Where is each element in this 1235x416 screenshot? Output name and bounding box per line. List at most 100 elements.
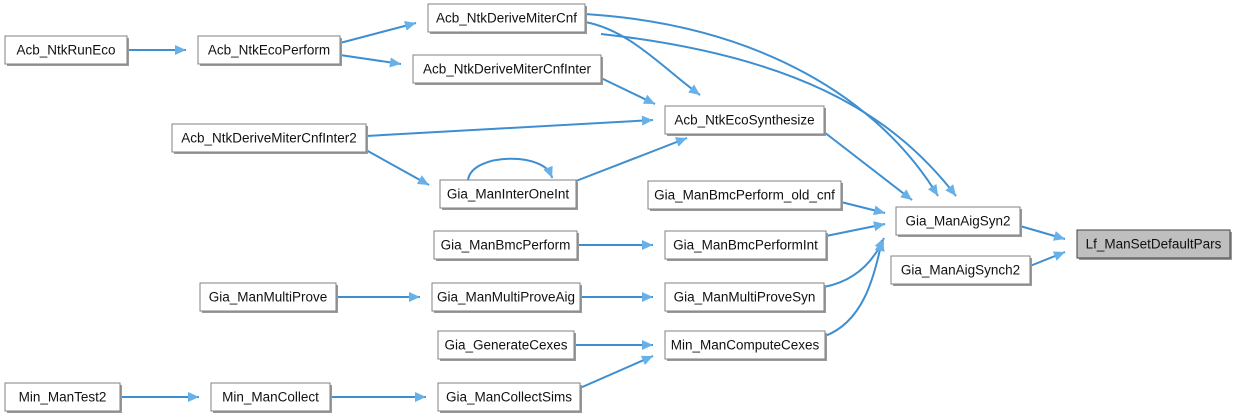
- node-Gia_ManMultiProveSyn[interactable]: Gia_ManMultiProveSyn: [664, 282, 826, 313]
- node-box[interactable]: [890, 255, 1031, 285]
- edge-Acb_NtkEcoPerform-to-Acb_NtkDeriveMiterCnf: [339, 20, 417, 44]
- node-Gia_ManMultiProve[interactable]: Gia_ManMultiProve: [199, 282, 338, 313]
- edge-Gia_ManBmcPerform_old_cnf-to-Gia_ManAigSyn2: [840, 201, 886, 216]
- node-box[interactable]: [197, 35, 341, 65]
- node-box[interactable]: [427, 3, 586, 33]
- node-label: Min_ManComputeCexes: [671, 338, 820, 353]
- edge-Gia_ManMultiProve-to-Gia_ManMultiProveAig: [336, 292, 420, 302]
- edge-Acb_NtkDeriveMiterCnfInter-to-Gia_ManAigSyn2: [600, 33, 957, 197]
- arrowhead-icon: [175, 45, 186, 55]
- arrowhead-icon: [404, 20, 416, 31]
- arrowhead-icon: [415, 392, 426, 402]
- node-label: Acb_NtkDeriveMiterCnfInter2: [181, 131, 357, 146]
- arrowhead-icon: [642, 292, 653, 302]
- edge-Acb_NtkEcoPerform-to-Acb_NtkDeriveMiterCnfInter: [339, 54, 402, 68]
- arrowhead-icon: [641, 115, 653, 126]
- node-label: Acb_NtkEcoSynthesize: [674, 113, 814, 128]
- node-box[interactable]: [664, 230, 827, 260]
- edge-Gia_GenerateCexes-to-Min_ManComputeCexes: [574, 340, 653, 350]
- node-Acb_NtkDeriveMiterCnfInter[interactable]: Acb_NtkDeriveMiterCnfInter: [412, 54, 603, 85]
- arrowhead-icon: [1052, 251, 1065, 261]
- node-Gia_ManBmcPerform[interactable]: Gia_ManBmcPerform: [433, 230, 579, 261]
- edge-Gia_ManInterOneInt-to-Acb_NtkEcoSynthesize: [575, 137, 688, 182]
- node-Acb_NtkEcoPerform[interactable]: Acb_NtkEcoPerform: [197, 35, 342, 66]
- edge-Acb_NtkDeriveMiterCnfInter2-to-Gia_ManInterOneInt: [365, 149, 430, 186]
- node-Gia_ManInterOneInt[interactable]: Gia_ManInterOneInt: [439, 179, 578, 210]
- node-Gia_ManBmcPerform_old_cnf[interactable]: Gia_ManBmcPerform_old_cnf: [647, 180, 843, 211]
- node-Acb_NtkEcoSynthesize[interactable]: Acb_NtkEcoSynthesize: [664, 105, 826, 136]
- node-label: Gia_ManMultiProve: [209, 290, 328, 305]
- node-label: Gia_ManMultiProveAig: [437, 290, 575, 305]
- node-label: Gia_GenerateCexes: [444, 338, 567, 353]
- arrowhead-icon: [642, 340, 653, 350]
- node-label: Min_ManTest2: [19, 390, 107, 405]
- node-box[interactable]: [1076, 229, 1231, 259]
- node-label: Acb_NtkDeriveMiterCnfInter: [423, 62, 592, 77]
- node-box[interactable]: [664, 282, 825, 312]
- edge-Acb_NtkDeriveMiterCnfInter2-to-Acb_NtkEcoSynthesize: [365, 115, 654, 137]
- arrowhead-icon: [688, 84, 700, 95]
- node-label: Gia_ManBmcPerform: [441, 238, 571, 253]
- arrowhead-icon: [188, 392, 199, 402]
- node-box[interactable]: [664, 330, 826, 360]
- node-box[interactable]: [431, 282, 581, 312]
- edge-Gia_ManCollectSims-to-Min_ManComputeCexes: [579, 355, 654, 389]
- arrowhead-icon: [389, 57, 401, 68]
- node-box[interactable]: [647, 180, 842, 210]
- arrowhead-icon: [873, 221, 885, 232]
- node-box[interactable]: [210, 382, 331, 412]
- node-box[interactable]: [171, 123, 367, 153]
- node-Min_ManComputeCexes[interactable]: Min_ManComputeCexes: [664, 330, 827, 361]
- node-Acb_NtkDeriveMiterCnf[interactable]: Acb_NtkDeriveMiterCnf: [427, 3, 587, 34]
- edge-Acb_NtkDeriveMiterCnfInter-to-Acb_NtkEcoSynthesize: [600, 77, 656, 105]
- node-box[interactable]: [433, 230, 578, 260]
- arrowhead-icon: [927, 184, 938, 196]
- arrowhead-icon: [543, 165, 553, 178]
- node-box[interactable]: [4, 382, 121, 412]
- node-Gia_ManAigSynch2[interactable]: Gia_ManAigSynch2: [890, 255, 1032, 286]
- node-box[interactable]: [199, 282, 337, 312]
- node-label: Gia_ManAigSyn2: [905, 214, 1010, 229]
- edge-Acb_NtkEcoSynthesize-to-Gia_ManAigSyn2: [823, 131, 913, 201]
- node-Lf_ManSetDefaultPars[interactable]: Lf_ManSetDefaultPars: [1076, 229, 1232, 260]
- arrowhead-icon: [409, 292, 420, 302]
- node-label: Acb_NtkDeriveMiterCnf: [436, 11, 577, 26]
- node-label: Acb_NtkRunEco: [16, 43, 115, 58]
- arrowhead-icon: [642, 240, 653, 250]
- edge-Min_ManComputeCexes-to-Gia_ManAigSyn2: [824, 239, 885, 337]
- node-box[interactable]: [437, 330, 575, 360]
- node-label: Acb_NtkEcoPerform: [208, 43, 330, 58]
- node-Gia_ManMultiProveAig[interactable]: Gia_ManMultiProveAig: [431, 282, 582, 313]
- node-Min_ManTest2[interactable]: Min_ManTest2: [4, 382, 122, 413]
- arrowhead-icon: [900, 189, 912, 200]
- node-box[interactable]: [4, 35, 128, 65]
- node-box[interactable]: [664, 105, 825, 135]
- edge-Gia_ManAigSyn2-to-Lf_ManSetDefaultPars: [1019, 225, 1066, 241]
- node-Min_ManCollect[interactable]: Min_ManCollect: [210, 382, 332, 413]
- node-Gia_ManAigSyn2[interactable]: Gia_ManAigSyn2: [895, 206, 1022, 237]
- node-label: Lf_ManSetDefaultPars: [1086, 237, 1222, 252]
- arrowhead-icon: [945, 184, 956, 196]
- node-Acb_NtkRunEco[interactable]: Acb_NtkRunEco: [4, 35, 129, 66]
- node-box[interactable]: [437, 382, 581, 412]
- node-label: Gia_ManMultiProveSyn: [674, 290, 816, 305]
- node-Gia_ManBmcPerformInt[interactable]: Gia_ManBmcPerformInt: [664, 230, 828, 261]
- node-box[interactable]: [439, 179, 577, 209]
- arrowhead-icon: [416, 175, 429, 185]
- edge-Gia_ManInterOneInt-to-Gia_ManInterOneInt: [467, 157, 553, 181]
- node-Gia_GenerateCexes[interactable]: Gia_GenerateCexes: [437, 330, 576, 361]
- node-box[interactable]: [412, 54, 602, 84]
- edge-Acb_NtkDeriveMiterCnf-to-Acb_NtkEcoSynthesize: [584, 21, 701, 96]
- node-box[interactable]: [895, 206, 1021, 236]
- edge-Gia_ManBmcPerformInt-to-Gia_ManAigSyn2: [825, 221, 886, 237]
- node-Acb_NtkDeriveMiterCnfInter2[interactable]: Acb_NtkDeriveMiterCnfInter2: [171, 123, 368, 154]
- arrowhead-icon: [674, 137, 687, 147]
- node-Gia_ManCollectSims[interactable]: Gia_ManCollectSims: [437, 382, 582, 413]
- edge-Gia_ManAigSynch2-to-Lf_ManSetDefaultPars: [1029, 251, 1066, 267]
- arrowhead-icon: [642, 94, 655, 104]
- arrowhead-icon: [640, 355, 653, 365]
- node-label: Min_ManCollect: [222, 390, 319, 405]
- edge-layer: [120, 13, 1066, 402]
